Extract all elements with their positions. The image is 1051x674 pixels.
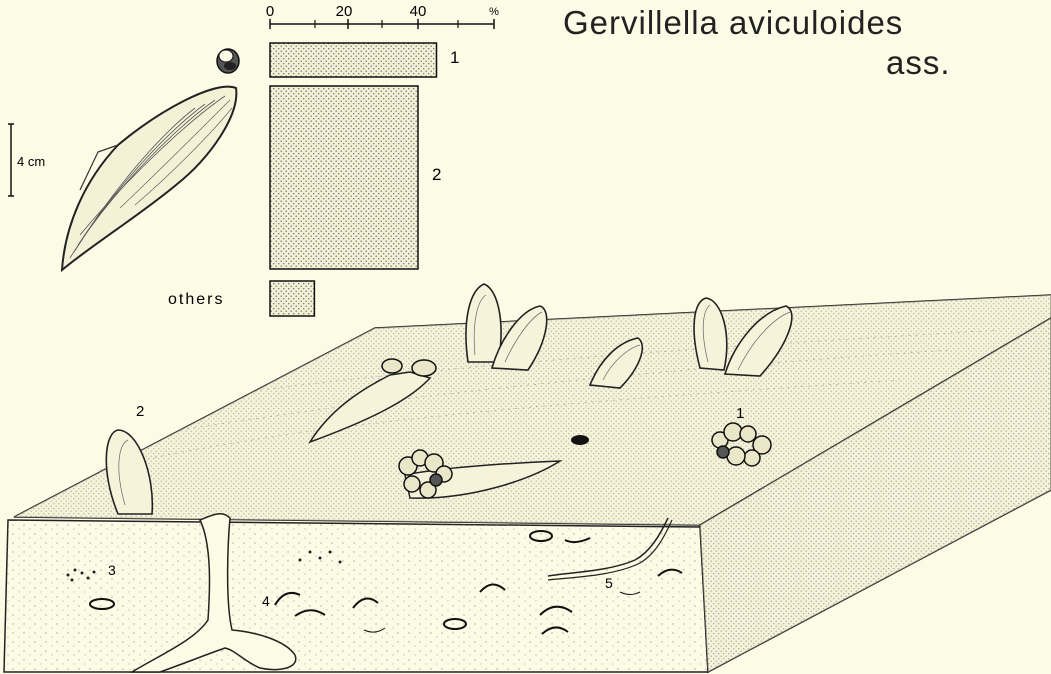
species-2-shell-drawing	[62, 87, 236, 270]
percent-unit-label: %	[489, 6, 499, 18]
callout-4: 4	[262, 593, 270, 609]
tick-label-20: 20	[336, 3, 353, 20]
callout-2: 2	[136, 403, 144, 420]
species-1-shell-icon	[217, 49, 239, 73]
percent-axis: 0 20 40 %	[266, 3, 499, 29]
callout-3: 3	[108, 562, 116, 578]
diagram-subtitle: ass.	[886, 44, 951, 82]
tick-label-40: 40	[410, 3, 427, 20]
scale-bar	[8, 124, 14, 196]
bar-2	[270, 86, 418, 269]
abundance-bars	[270, 43, 437, 316]
bar-label-others: others	[168, 291, 224, 308]
bar-label-2: 2	[432, 165, 441, 184]
tick-label-0: 0	[266, 3, 274, 20]
callout-1: 1	[736, 405, 744, 422]
diagram-title: Gervillella aviculoides	[563, 4, 903, 42]
burrow-opening	[571, 435, 589, 445]
bar-label-1: 1	[450, 48, 459, 67]
bar-others	[270, 281, 314, 316]
callout-5: 5	[605, 575, 613, 591]
bar-1	[270, 43, 437, 77]
scale-bar-label: 4 cm	[17, 154, 45, 169]
